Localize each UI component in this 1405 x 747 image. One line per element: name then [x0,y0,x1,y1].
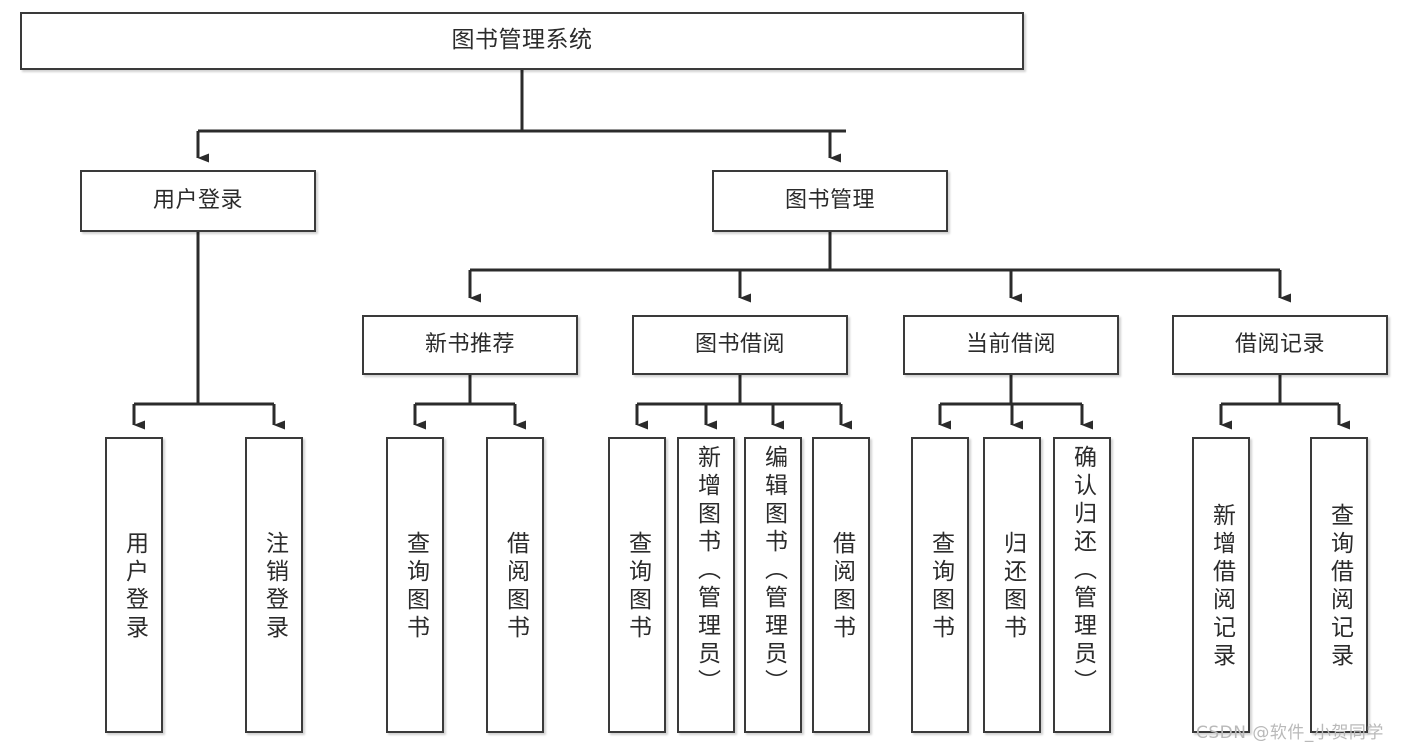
node-borrow-record[interactable]: 借阅记录 [1172,315,1388,375]
node-root-label: 图书管理系统 [451,27,593,54]
node-leaf-borrow-book-1[interactable]: 借阅图书 [486,437,544,733]
node-leaf-query-borrow-record-label: 查询借阅记录 [1326,503,1353,671]
node-leaf-add-borrow-record-label: 新增借阅记录 [1208,503,1235,671]
node-book-borrow[interactable]: 图书借阅 [632,315,848,375]
node-leaf-confirm-return[interactable]: 确认归还（管理员） [1053,437,1111,733]
node-leaf-edit-book[interactable]: 编辑图书（管理员） [744,437,802,733]
node-leaf-borrow-book-1-label: 借阅图书 [502,531,529,643]
node-user-login[interactable]: 用户登录 [80,170,316,232]
node-new-book-recommend[interactable]: 新书推荐 [362,315,578,375]
node-leaf-query-borrow-record[interactable]: 查询借阅记录 [1310,437,1368,733]
node-borrow-record-label: 借阅记录 [1234,331,1325,357]
node-leaf-add-borrow-record[interactable]: 新增借阅记录 [1192,437,1250,733]
node-current-borrow-label: 当前借阅 [965,331,1056,357]
node-current-borrow[interactable]: 当前借阅 [903,315,1119,375]
node-leaf-borrow-book-2-label: 借阅图书 [828,531,855,643]
node-leaf-query-book-3[interactable]: 查询图书 [911,437,969,733]
node-root-system[interactable]: 图书管理系统 [20,12,1024,70]
node-user-login-label: 用户登录 [152,187,243,213]
node-leaf-borrow-book-2[interactable]: 借阅图书 [812,437,870,733]
node-leaf-confirm-return-label: 确认归还（管理员） [1069,445,1096,697]
node-book-borrow-label: 图书借阅 [694,331,785,357]
node-leaf-query-book-1[interactable]: 查询图书 [386,437,444,733]
node-leaf-query-book-2-label: 查询图书 [624,531,651,643]
node-leaf-add-book[interactable]: 新增图书（管理员） [677,437,735,733]
node-leaf-return-book-label: 归还图书 [999,531,1026,643]
node-leaf-query-book-1-label: 查询图书 [402,531,429,643]
node-leaf-user-logout-label: 注销登录 [261,531,288,643]
node-leaf-query-book-2[interactable]: 查询图书 [608,437,666,733]
node-leaf-user-login[interactable]: 用户登录 [105,437,163,733]
node-book-management[interactable]: 图书管理 [712,170,948,232]
node-leaf-query-book-3-label: 查询图书 [927,531,954,643]
node-leaf-user-login-label: 用户登录 [121,531,148,643]
node-leaf-edit-book-label: 编辑图书（管理员） [760,445,787,697]
node-new-book-recommend-label: 新书推荐 [424,331,515,357]
node-leaf-user-logout[interactable]: 注销登录 [245,437,303,733]
node-book-management-label: 图书管理 [784,187,875,213]
node-leaf-add-book-label: 新增图书（管理员） [693,445,720,697]
node-leaf-return-book[interactable]: 归还图书 [983,437,1041,733]
